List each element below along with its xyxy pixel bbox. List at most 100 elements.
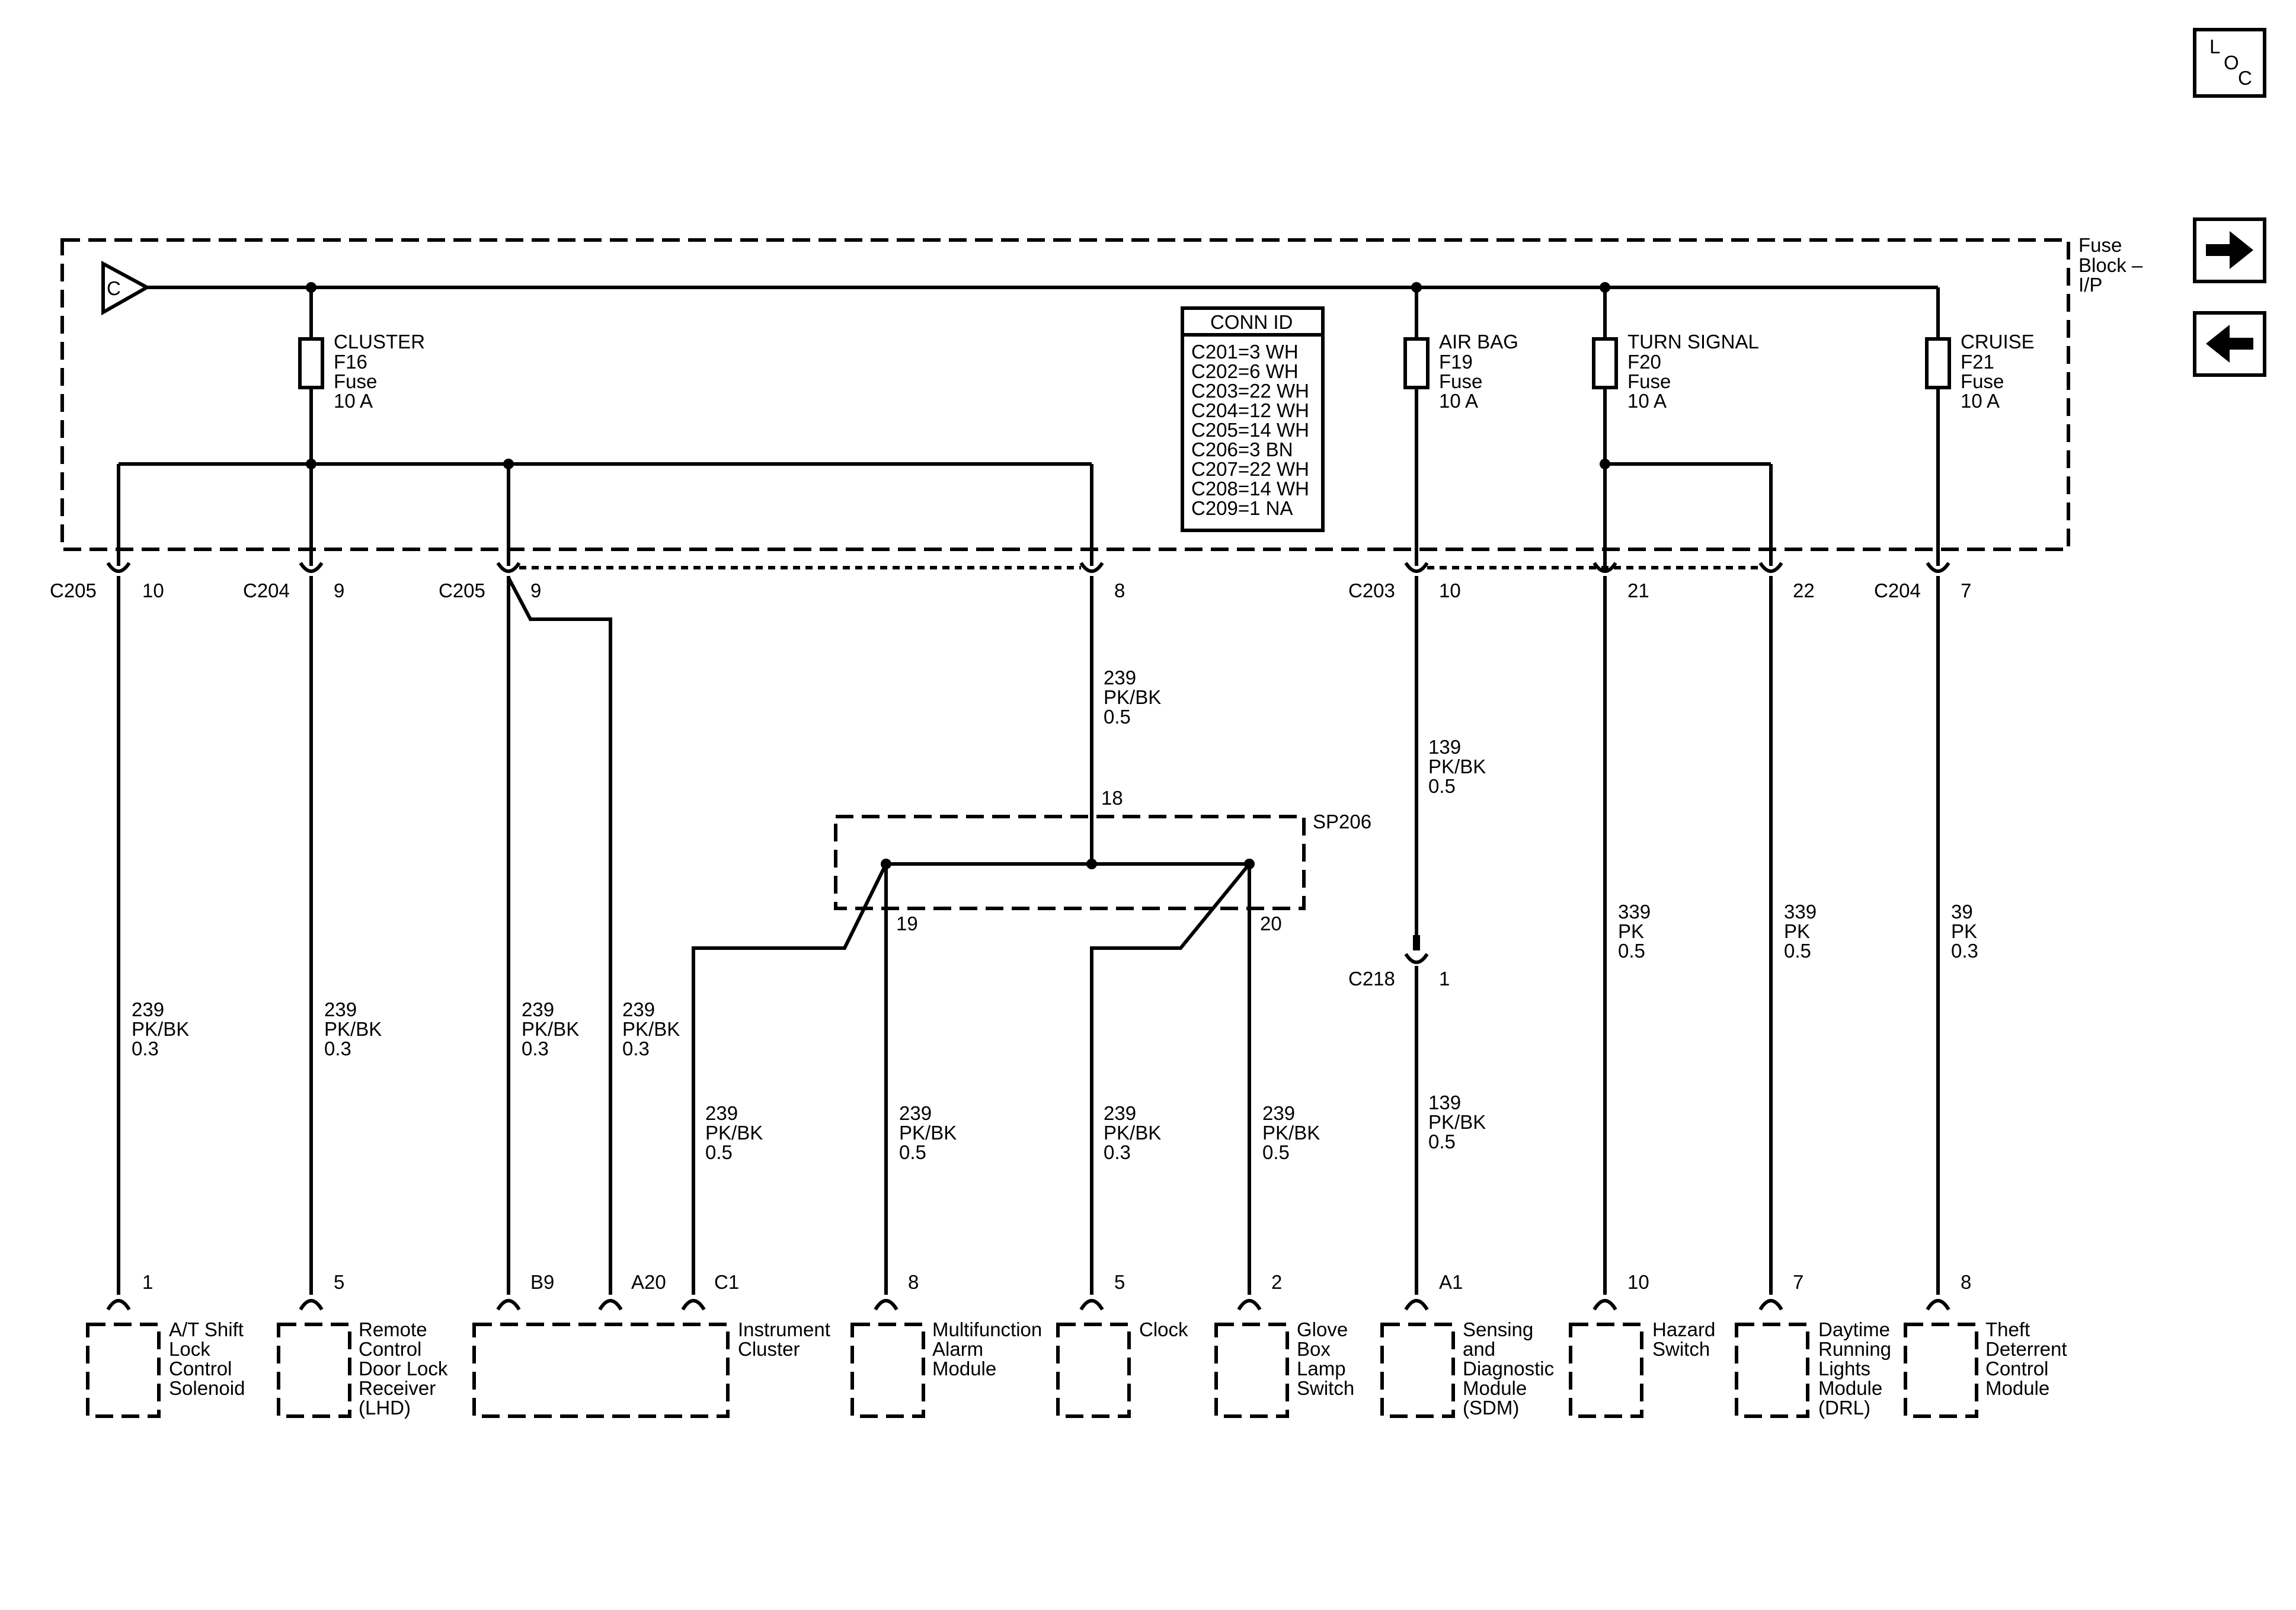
fuse-f19-symbol xyxy=(1403,337,1430,389)
connector-c204-7-symbol xyxy=(1926,562,1950,573)
connector-c205-10-name: C205 xyxy=(50,580,97,601)
component-connector-symbol xyxy=(299,1299,324,1311)
conn-id-row: C205=14 WH xyxy=(1191,419,1309,441)
wire-circuit: 239 xyxy=(1104,1102,1136,1124)
fuse-f16-line-2: F16 xyxy=(334,351,367,373)
component-label: Switch xyxy=(1652,1338,1710,1360)
component-label: Remote xyxy=(359,1318,427,1340)
loc-button-frame xyxy=(2193,28,2266,98)
wire-label: 139 PK/BK 0.5 xyxy=(1428,736,1486,797)
wire-circuit: 139 xyxy=(1428,1092,1461,1113)
connector-c204-9-name: C204 xyxy=(243,580,290,601)
component-box xyxy=(1735,1323,1809,1418)
component-instrument-cluster: Instrument Cluster xyxy=(472,1318,830,1418)
conn-id-row: C208=14 WH xyxy=(1191,478,1309,500)
wire-color: PK/BK xyxy=(1104,1122,1161,1144)
component-box xyxy=(1904,1323,1978,1418)
wire-label: 139 PK/BK 0.5 xyxy=(1428,1092,1486,1153)
splice-pin-20: 20 xyxy=(1260,913,1282,934)
component-label: A/T Shift xyxy=(169,1318,244,1340)
splice-name: SP206 xyxy=(1313,811,1371,833)
wire-label: 239 PK/BK 0.5 xyxy=(1104,667,1161,728)
component-box xyxy=(1056,1323,1131,1418)
wire-label: 339 PK 0.5 xyxy=(1784,901,1817,962)
component-box xyxy=(1569,1323,1643,1418)
wire-circuit: 239 xyxy=(705,1102,738,1124)
wire-circuit: 239 xyxy=(622,998,655,1020)
wire-circuit: 239 xyxy=(1104,667,1136,689)
connector-c205-10-pin: 10 xyxy=(142,580,164,601)
conn-id-table: CONN ID C201=3 WH C202=6 WH C203=22 WH C… xyxy=(1181,306,1325,532)
component-drl-module: Daytime Running Lights Module (DRL) xyxy=(1735,1318,1891,1419)
component-box xyxy=(850,1323,925,1418)
wire-color: PK/BK xyxy=(522,1018,579,1040)
component-box xyxy=(86,1323,161,1418)
fuse-block-boundary xyxy=(60,238,2070,551)
wire-label: 239 PK/BK 0.5 xyxy=(705,1102,763,1163)
wire-circuit: 139 xyxy=(1428,736,1461,758)
wire-circuit: 39 xyxy=(1951,901,1973,923)
component-pin: 2 xyxy=(1271,1271,1282,1293)
fuse-block-label-2: Block – xyxy=(2078,254,2143,276)
component-label: Cluster xyxy=(738,1338,800,1360)
connector-c205-8-pin: 8 xyxy=(1114,580,1125,601)
connector-c203-10-symbol xyxy=(1404,562,1429,573)
power-source-symbol xyxy=(101,260,151,316)
component-label: Door Lock xyxy=(359,1358,448,1379)
fuse-f16-line-1: CLUSTER xyxy=(334,331,425,353)
wire-color: PK xyxy=(1784,920,1810,942)
component-label: Module xyxy=(1985,1377,2049,1399)
component-label: Control xyxy=(1985,1358,2048,1379)
connector-c205-9-name: C205 xyxy=(439,580,485,601)
connector-c204-7-pin: 7 xyxy=(1961,580,1971,601)
component-label: Control xyxy=(359,1338,421,1360)
component-label: (SDM) xyxy=(1463,1397,1519,1419)
fuse-f21-line-4: 10 A xyxy=(1961,390,2000,412)
component-pin: B9 xyxy=(530,1271,554,1293)
component-connector-symbol xyxy=(1758,1299,1783,1311)
wire-gauge: 0.3 xyxy=(522,1038,549,1060)
wire-color: PK/BK xyxy=(132,1018,189,1040)
component-label: Box xyxy=(1297,1338,1331,1360)
wire-gauge: 0.3 xyxy=(1951,940,1978,962)
prev-page-button[interactable] xyxy=(2193,311,2266,377)
wire-gauge: 0.5 xyxy=(1104,706,1131,728)
component-label: Diagnostic xyxy=(1463,1358,1554,1379)
wire-circuit: 239 xyxy=(1262,1102,1295,1124)
conn-id-row: C207=22 WH xyxy=(1191,458,1309,480)
splice-node-18 xyxy=(1086,859,1097,869)
wire-gauge: 0.5 xyxy=(899,1141,926,1163)
component-pin: 1 xyxy=(142,1271,153,1293)
wire-to-cluster-a20 xyxy=(507,577,612,1295)
connector-c203-21-pin: 21 xyxy=(1627,580,1649,601)
component-label: Alarm xyxy=(932,1338,983,1360)
component-connector-symbol xyxy=(496,1299,521,1311)
loc-button[interactable]: L O C xyxy=(2193,28,2266,98)
conn-id-row: C202=6 WH xyxy=(1191,360,1299,382)
component-label: Clock xyxy=(1139,1318,1188,1340)
wire-gauge: 0.3 xyxy=(132,1038,159,1060)
component-label: Switch xyxy=(1297,1377,1354,1399)
junction-c205-9-branch xyxy=(503,459,514,469)
component-connector-symbol xyxy=(1237,1299,1262,1311)
component-label: Sensing xyxy=(1463,1318,1533,1340)
wire-circuit: 339 xyxy=(1784,901,1817,923)
conn-id-frame xyxy=(1181,306,1325,532)
component-label: Lock xyxy=(169,1338,210,1360)
fuse-f19-line-2: F19 xyxy=(1439,351,1473,373)
component-connector-symbol xyxy=(1926,1299,1950,1311)
next-page-button[interactable] xyxy=(2193,217,2266,283)
wire-label: 239 PK/BK 0.3 xyxy=(1104,1102,1161,1163)
component-glove-box-switch: Glove Box Lamp Switch xyxy=(1214,1318,1354,1418)
component-box xyxy=(1214,1323,1289,1418)
component-label: Theft xyxy=(1985,1318,2030,1340)
component-theft-deterrent-module: Theft Deterrent Control Module xyxy=(1904,1318,2067,1418)
splice-pin-18: 18 xyxy=(1101,787,1123,809)
component-pin: 5 xyxy=(334,1271,344,1293)
wire-color: PK xyxy=(1618,920,1644,942)
fuse-f16-line-3: Fuse xyxy=(334,370,377,392)
component-shift-lock-solenoid: A/T Shift Lock Control Solenoid xyxy=(86,1318,245,1418)
wire-color: PK/BK xyxy=(1428,1111,1486,1133)
component-label: (LHD) xyxy=(359,1397,411,1419)
